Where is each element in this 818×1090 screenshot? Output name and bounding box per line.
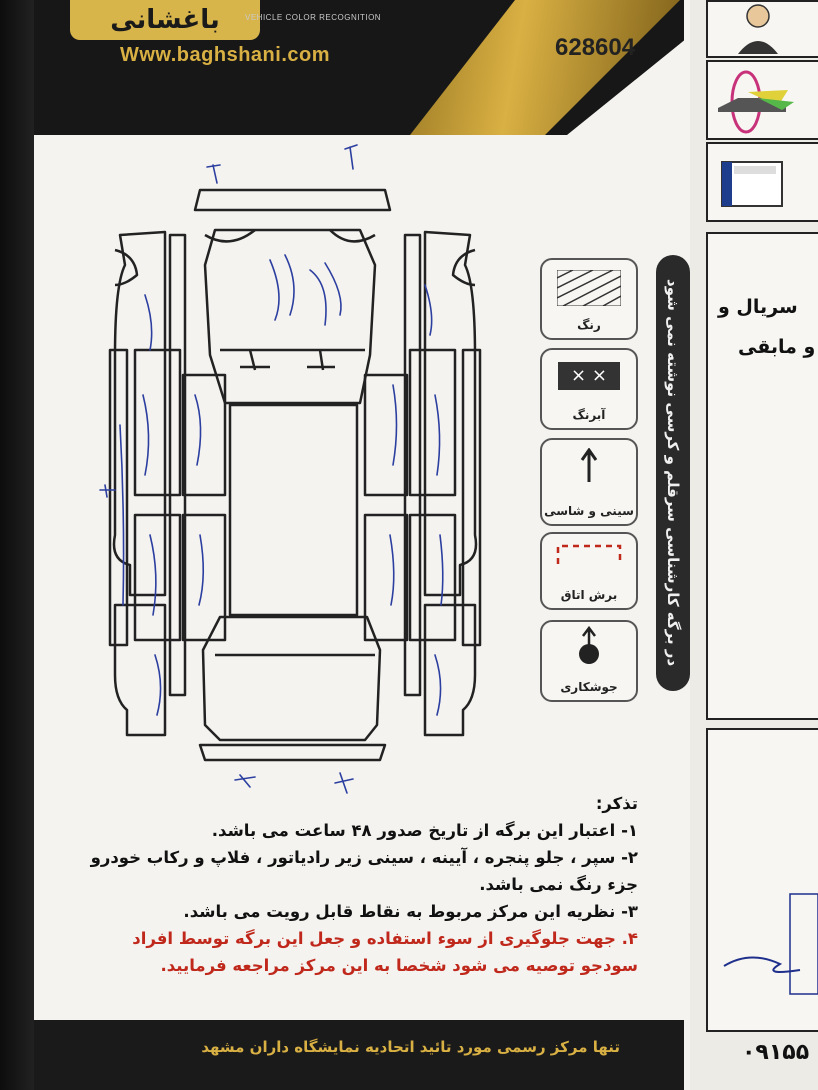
website-url: Www.baghshani.com: [120, 44, 330, 66]
legend-label: رنگ: [577, 318, 601, 332]
legend-label: جوشکاری: [560, 680, 618, 694]
license-plate-icon: [721, 161, 783, 207]
notes-section: تذکر: ۱- اعتبار این برگه از تاریخ صدور ۴…: [90, 790, 638, 979]
car-body-diagram: [99, 144, 482, 794]
side-text-line1: سریال و: [718, 296, 798, 318]
legend-cabin-cut: برش اتاق: [540, 532, 638, 610]
dashed-cut-icon: [556, 544, 622, 564]
arrow-up-icon: [580, 448, 598, 482]
serial-info-box: [706, 232, 818, 720]
hatch-icon: [557, 270, 621, 306]
logo-subtitle: VEHICLE COLOR RECOGNITION: [245, 13, 382, 22]
note-line: ۱- اعتبار این برگه از تاریخ صدور ۴۸ ساعت…: [211, 821, 638, 840]
legend-welding: جوشکاری: [540, 620, 638, 702]
legend-label: آبرنگ: [572, 408, 606, 422]
side-text-line2: و مابقی: [738, 336, 816, 358]
signature-box: [706, 728, 818, 1032]
signature-scribble: [723, 893, 818, 995]
footer-text: تنها مرکز رسمی مورد تائید اتحادیه نمایشگ…: [201, 1038, 620, 1056]
xx-icon: × ×: [558, 362, 620, 390]
vertical-note: در برگه کارشناسی سرقلم و کرسی نوشته نمی …: [664, 279, 682, 667]
license-plate-box: [706, 142, 818, 222]
note-line-warning: سودجو توصیه می شود شخصا به این مرکز مراج…: [160, 956, 638, 975]
note-line: ۲- سپر ، جلو پنجره ، آیینه ، سینی زیر را…: [90, 848, 638, 867]
legend-chassis: سینی و شاسی: [540, 438, 638, 526]
avatar-box: [706, 0, 818, 58]
note-line: ۳- نظریه این مرکز مربوط به نقاط قابل روی…: [183, 902, 638, 921]
legend-label: سینی و شاسی: [544, 504, 634, 518]
serial-number: 628604: [555, 34, 636, 61]
notes-title: تذکر:: [595, 794, 638, 813]
note-line-warning: ۴. جهت جلوگیری از سوء استفاده و جعل این …: [132, 929, 638, 948]
weld-icon: [579, 626, 599, 664]
phone-number: ۰۹۱۵۵: [742, 1040, 810, 1065]
footer-band: [34, 1020, 684, 1090]
vertical-note-band: [656, 255, 690, 691]
note-line: جزء رنگ نمی باشد.: [479, 875, 638, 894]
color-wheel-box: [706, 60, 818, 140]
legend-watercolor: × × آبرنگ: [540, 348, 638, 430]
legend-label: برش اتاق: [560, 588, 618, 602]
person-icon: [738, 4, 778, 54]
brand-logo: باغشانی: [70, 0, 260, 40]
car-color-icon: [718, 70, 794, 134]
legend-paint: رنگ: [540, 258, 638, 340]
